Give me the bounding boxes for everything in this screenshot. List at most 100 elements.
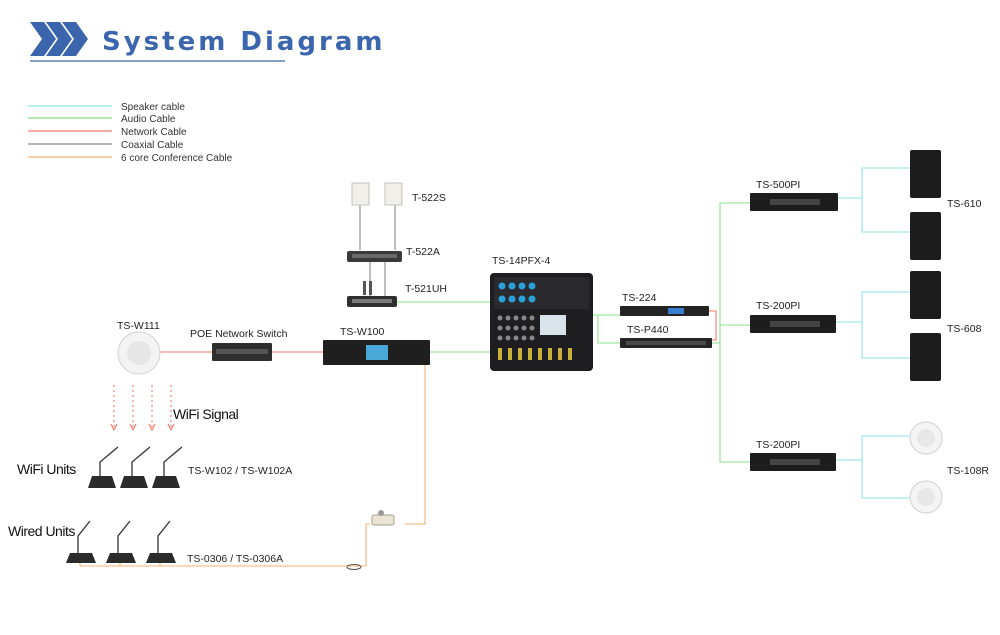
device-screen [366, 345, 388, 360]
wired-units-label: Wired Units [8, 523, 75, 539]
ceiling-speaker-grill [917, 429, 935, 447]
device-label: TS-P440 [627, 324, 669, 336]
device-label: TS-224 [622, 292, 657, 304]
device-poe-switch: POE Network Switch [190, 328, 288, 361]
device-label: TS-500PI [756, 179, 800, 191]
page-title: System Diagram [102, 27, 385, 57]
conference-cable [80, 523, 370, 567]
legend-label: Coaxial Cable [121, 140, 184, 151]
speakers-ts608: TS-608 [910, 271, 982, 381]
device-t521uh: T-521UH [347, 281, 447, 307]
legend-label: Audio Cable [121, 114, 176, 125]
speaker-cable [838, 167, 910, 233]
device-tsw100: TS-W100 [323, 326, 430, 365]
device-front [352, 299, 392, 303]
conference-unit-base [152, 476, 180, 488]
device-tsp440: TS-P440 [620, 324, 712, 348]
conference-unit-base [88, 476, 116, 488]
mixer-display [540, 315, 566, 335]
device-label: TS-200PI [756, 439, 800, 451]
microphone-icon [99, 446, 183, 476]
device-ts500pi: TS-500PI [750, 179, 838, 211]
audio-cable [719, 343, 750, 463]
mixer-faders [498, 348, 572, 360]
legend-label: Network Cable [121, 127, 187, 138]
arrow-down-icon [110, 423, 175, 432]
splitter-body [371, 514, 395, 526]
speaker-icon [910, 212, 941, 260]
network-cable [709, 310, 717, 341]
device-front [770, 459, 820, 465]
audio-cable [712, 202, 750, 344]
antenna-panel [351, 182, 370, 206]
antenna-panel [384, 182, 403, 206]
device-t522a: T-522A [347, 246, 440, 262]
cable-splitter [346, 510, 395, 570]
speakers-ts108r: TS-108R [909, 421, 989, 514]
conference-unit-base [106, 553, 136, 563]
mixer-knobs [498, 282, 536, 303]
wifi-signal-label: WiFi Signal [173, 406, 239, 422]
device-label: TS-108R [947, 465, 989, 477]
device-front [352, 254, 397, 258]
wifi-signal-line [113, 385, 172, 428]
device-body [620, 306, 709, 316]
speaker-icon [910, 333, 941, 381]
device-label: TS-14PFX-4 [492, 255, 551, 267]
cables [79, 167, 910, 567]
wifi-units: WiFi Units TS-W102 / TS-W102A [17, 446, 292, 488]
chevron-icon [46, 22, 72, 56]
access-point-inner [127, 341, 151, 365]
device-label: T-522A [406, 246, 440, 258]
device-label: TS-608 [947, 323, 982, 335]
legend-label: Speaker cable [121, 102, 185, 113]
device-label: TS-610 [947, 198, 982, 210]
device-ts224: TS-224 [620, 292, 709, 316]
microphone-icon [369, 281, 372, 295]
device-tsw111: TS-W111 [117, 320, 161, 375]
device-ts200pi: TS-200PI [750, 439, 836, 471]
device-display [668, 308, 684, 314]
wifi-units-label: WiFi Units [17, 461, 76, 477]
chevron-icon [62, 22, 88, 56]
device-front [216, 349, 268, 354]
speakers-ts610: TS-610 [910, 150, 982, 260]
header: System Diagram [30, 22, 385, 62]
cable-coil-icon [346, 564, 362, 570]
microphone-icon [77, 520, 171, 553]
device-label: TS-W100 [340, 326, 385, 338]
device-label: TS-200PI [756, 300, 800, 312]
wired-units: Wired Units TS-0306 / TS-0306A [8, 520, 283, 565]
speaker-cable [836, 435, 910, 499]
microphone-icon [363, 281, 366, 295]
speaker-icon [910, 150, 941, 198]
device-label: TS-W111 [117, 320, 160, 332]
device-front [770, 199, 820, 205]
conference-unit-base [146, 553, 176, 563]
conference-cable [405, 365, 426, 525]
mixer-top-panel [494, 277, 589, 309]
speaker-cable [836, 291, 910, 359]
wifi-units-model: TS-W102 / TS-W102A [188, 465, 292, 477]
coaxial-cable [359, 205, 396, 250]
connector-icon [378, 510, 384, 516]
conference-unit-base [66, 553, 96, 563]
device-ts200pi: TS-200PI [750, 300, 836, 333]
device-front [770, 321, 820, 327]
legend: Speaker cable Audio Cable Network Cable … [28, 102, 233, 164]
ceiling-speaker-grill [917, 488, 935, 506]
device-label: POE Network Switch [190, 328, 288, 340]
audio-cable [597, 315, 620, 344]
device-label: T-522S [412, 192, 446, 204]
mixer-knob-rows [497, 315, 535, 341]
wired-units-model: TS-0306 / TS-0306A [187, 553, 283, 565]
legend-label: 6 core Conference Cable [121, 153, 233, 164]
conference-unit-base [120, 476, 148, 488]
speaker-icon [910, 271, 941, 319]
chevron-icon [30, 22, 56, 56]
device-front [626, 341, 706, 345]
coaxial-cable [369, 262, 386, 296]
device-label: T-521UH [405, 283, 447, 295]
device-ts14pfx: TS-14PFX-4 [490, 255, 593, 371]
